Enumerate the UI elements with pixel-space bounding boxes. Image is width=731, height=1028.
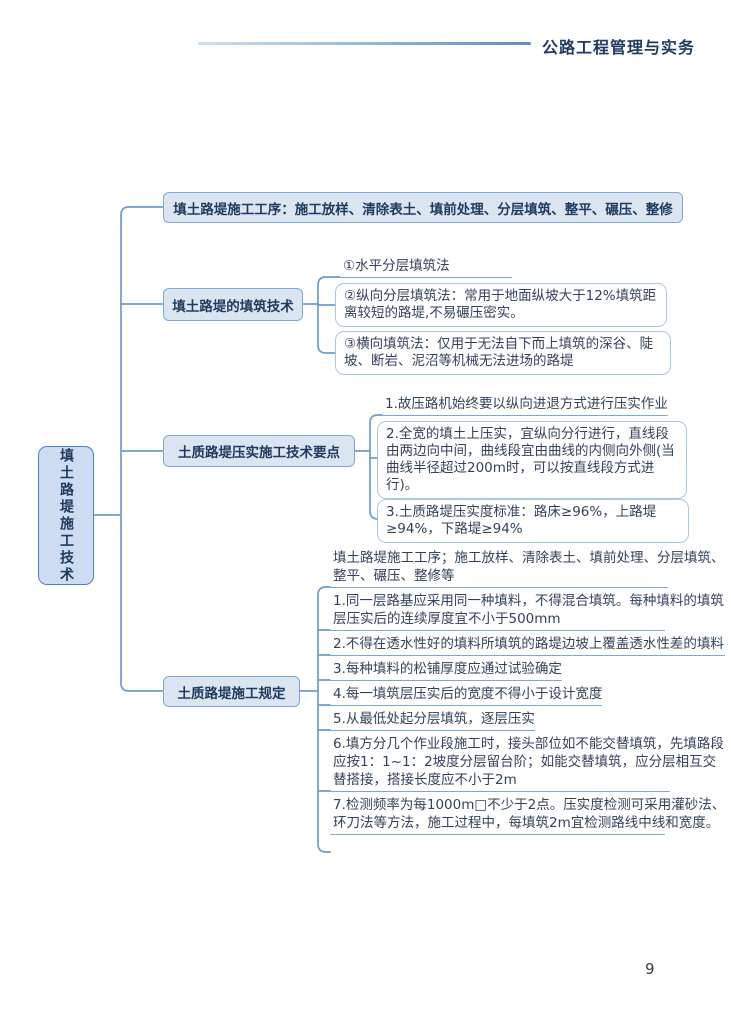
child-box-transverse-method: ③横向填筑法：仅用于无法自下而上填筑的深谷、陡坡、断岩、泥沼等机械无法进场的路堤 [335,331,671,375]
item-underline [330,791,670,792]
child-item-rule-lowest-point: 5.从最低处起分层填筑，逐层压实 [330,710,726,731]
branch-node-filling-techniques: 填土路堤的填筑技术 [163,288,303,321]
item-underline [330,630,665,631]
child-box-longitudinal-layer-method: ②纵向分层填筑法：常用于地面纵坡大于12%填筑距离较短的路堤,不易碾压密实。 [335,283,667,327]
child-item-text: 2.不得在透水性好的填料所填筑的路堤边坡上覆盖透水性差的填料 [333,636,724,652]
item-underline [330,655,725,656]
item-underline [382,415,668,416]
branch-node-construction-sequence: 填土路堤施工工序：施工放样、清除表土、填前处理、分层填筑、整平、碾压、整修 [163,192,683,223]
item-underline [330,705,602,706]
root-node-topic: 填土路堤施工技术 [38,446,94,585]
child-item-rule-sequence: 填土路堤施工工序；施工放样、清除表土、填前处理、分层填筑、整平、碾压、整修等 [330,549,726,588]
child-item-rule-same-material: 1.同一层路基应采用同一种填料，不得混合填筑。每种填料的填筑层压实后的连续厚度宜… [330,592,726,631]
branch-node-compaction-key-points: 土质路堤压实施工技术要点 [163,435,355,467]
item-underline [330,834,665,835]
child-item-rule-loose-thickness: 3.每种填料的松铺厚度应通过试验确定 [330,660,726,681]
child-item-text: 4.每一填筑层压实后的宽度不得小于设计宽度 [333,686,603,702]
child-item-text: 6.填方分几个作业段施工时，接头部位如不能交替填筑，先填路段应按1：1~1：2坡… [333,736,724,788]
child-box-compaction-standards: 3.土质路堤压实度标准：路床≥96%，上路堤≥94%，下路堤≥94% [377,499,689,543]
child-item-text: 1.同一层路基应采用同一种填料，不得混合填筑。每种填料的填筑层压实后的连续厚度宜… [333,593,724,627]
child-item-text: ①水平分层填筑法 [343,258,450,274]
child-item-rule-testing-frequency: 7.检测频率为每1000m□不少于2点。压实度检测可采用灌砂法、环刀法等方法，施… [330,796,726,835]
child-item-text: 1.故压路机始终要以纵向进退方式进行压实作业 [385,396,668,412]
child-item-rule-permeability: 2.不得在透水性好的填料所填筑的路堤边坡上覆盖透水性差的填料 [330,635,730,656]
child-item-text: 7.检测频率为每1000m□不少于2点。压实度检测可采用灌砂法、环刀法等方法，施… [333,797,726,831]
header-title: 公路工程管理与实务 [542,38,696,57]
branch-node-construction-rules: 土质路堤施工规定 [163,676,300,707]
child-item-roller-direction: 1.故压路机始终要以纵向进退方式进行压实作业 [382,395,682,416]
header-rule [198,42,531,45]
item-underline [330,680,562,681]
child-box-full-width-compaction: 2.全宽的填土上压实，宜纵向分行进行，直线段由两边向中间，曲线段宜由曲线的内侧向… [377,421,687,499]
item-underline [340,277,512,278]
child-item-rule-work-sections: 6.填方分几个作业段施工时，接头部位如不能交替填筑，先填路段应按1：1~1：2坡… [330,735,726,792]
child-item-text: 填土路堤施工工序；施工放样、清除表土、填前处理、分层填筑、整平、碾压、整修等 [333,550,725,584]
page-number: 9 [645,960,655,978]
item-underline [330,730,535,731]
child-item-rule-layer-width: 4.每一填筑层压实后的宽度不得小于设计宽度 [330,685,726,706]
child-item-horizontal-layer-method: ①水平分层填筑法 [340,257,680,278]
item-underline [330,587,668,588]
child-item-text: 3.每种填料的松铺厚度应通过试验确定 [333,661,562,677]
child-item-text: 5.从最低处起分层填筑，逐层压实 [333,711,535,727]
